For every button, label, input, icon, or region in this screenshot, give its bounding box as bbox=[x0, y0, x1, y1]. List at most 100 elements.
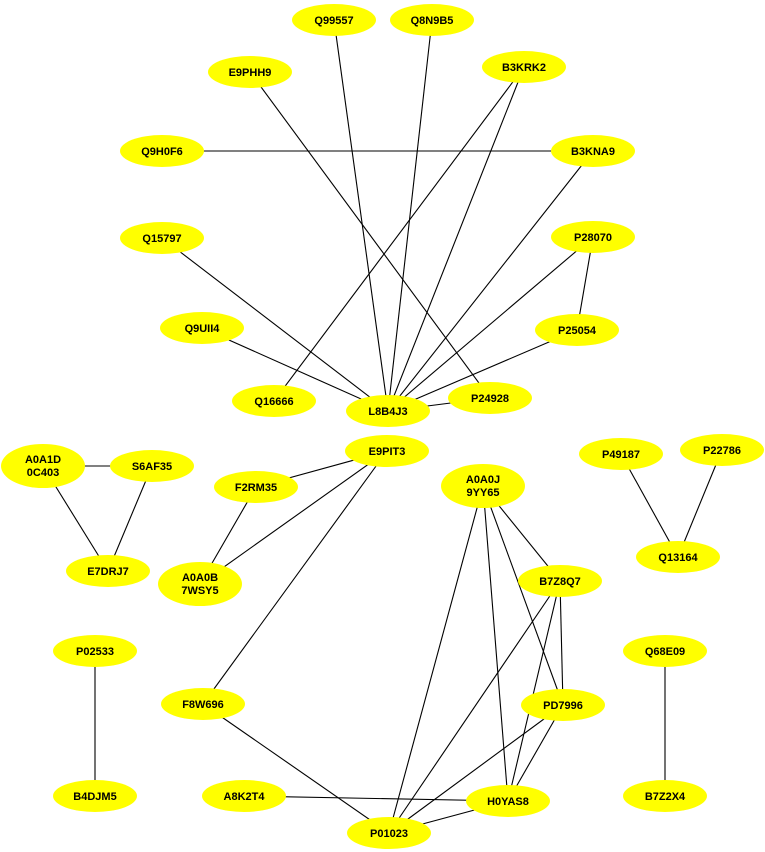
node-label: E9PHH9 bbox=[229, 67, 272, 79]
node-P01023[interactable]: P01023 bbox=[347, 817, 431, 849]
node-label: P24928 bbox=[471, 393, 509, 405]
node-H0YAS8[interactable]: H0YAS8 bbox=[466, 785, 550, 817]
node-P49187[interactable]: P49187 bbox=[579, 438, 663, 470]
node-PD7996[interactable]: PD7996 bbox=[521, 689, 605, 721]
node-P02533[interactable]: P02533 bbox=[53, 635, 137, 667]
node-label: L8B4J3 bbox=[368, 406, 407, 418]
node-Q8N9B5[interactable]: Q8N9B5 bbox=[390, 4, 474, 36]
node-label: E9PIT3 bbox=[369, 446, 406, 458]
edge-A0A0J9YY65-H0YAS8 bbox=[482, 485, 509, 802]
node-label: Q16666 bbox=[254, 396, 293, 408]
node-ellipse bbox=[292, 4, 376, 36]
node-L8B4J3[interactable]: L8B4J3 bbox=[346, 395, 430, 427]
edge-Q8N9B5-L8B4J3 bbox=[387, 19, 433, 412]
node-label: H0YAS8 bbox=[487, 796, 529, 808]
node-A8K2T4[interactable]: A8K2T4 bbox=[202, 780, 286, 812]
node-label: 7WSY5 bbox=[181, 585, 218, 597]
node-ellipse bbox=[202, 780, 286, 812]
node-ellipse bbox=[623, 635, 707, 667]
node-label: E7DRJ7 bbox=[87, 566, 129, 578]
edge-Q15797-L8B4J3 bbox=[161, 237, 389, 412]
node-label: Q8N9B5 bbox=[411, 15, 454, 27]
edge-F8W696-P01023 bbox=[202, 703, 390, 834]
node-B3KRK2[interactable]: B3KRK2 bbox=[482, 51, 566, 83]
node-label: F2RM35 bbox=[235, 482, 277, 494]
node-P25054[interactable]: P25054 bbox=[535, 314, 619, 346]
node-label: B7Z8Q7 bbox=[539, 576, 581, 588]
node-label: P49187 bbox=[602, 449, 640, 461]
node-P24928[interactable]: P24928 bbox=[448, 382, 532, 414]
edge-B7Z8Q7-PD7996 bbox=[559, 580, 564, 706]
node-E7DRJ7[interactable]: E7DRJ7 bbox=[66, 555, 150, 587]
node-ellipse bbox=[521, 689, 605, 721]
node-F8W696[interactable]: F8W696 bbox=[161, 688, 245, 720]
edge-PD7996-P01023 bbox=[388, 704, 564, 834]
node-F2RM35[interactable]: F2RM35 bbox=[214, 471, 298, 503]
node-ellipse bbox=[466, 785, 550, 817]
node-Q68E09[interactable]: Q68E09 bbox=[623, 635, 707, 667]
node-B7Z8Q7[interactable]: B7Z8Q7 bbox=[518, 565, 602, 597]
edge-B3KRK2-Q16666 bbox=[273, 66, 525, 402]
node-ellipse bbox=[214, 471, 298, 503]
node-ellipse bbox=[208, 56, 292, 88]
node-label: Q15797 bbox=[142, 233, 181, 245]
node-ellipse bbox=[1, 444, 85, 488]
edge-P28070-L8B4J3 bbox=[387, 236, 594, 412]
edge-P49187-Q13164 bbox=[620, 453, 679, 558]
edge-B7Z8Q7-H0YAS8 bbox=[507, 580, 561, 802]
node-label: P28070 bbox=[574, 232, 612, 244]
node-ellipse bbox=[448, 382, 532, 414]
node-label: A0A0J bbox=[466, 474, 500, 486]
edge-E9PHH9-P24928 bbox=[249, 71, 491, 399]
node-label: PD7996 bbox=[543, 700, 583, 712]
node-E9PIT3[interactable]: E9PIT3 bbox=[345, 435, 429, 467]
node-Q9H0F6[interactable]: Q9H0F6 bbox=[120, 135, 204, 167]
node-S6AF35[interactable]: S6AF35 bbox=[110, 450, 194, 482]
node-ellipse bbox=[551, 135, 635, 167]
node-ellipse bbox=[579, 438, 663, 470]
node-ellipse bbox=[551, 221, 635, 253]
node-B4DJM5[interactable]: B4DJM5 bbox=[53, 780, 137, 812]
node-B3KNA9[interactable]: B3KNA9 bbox=[551, 135, 635, 167]
node-label: B3KRK2 bbox=[502, 62, 546, 74]
node-ellipse bbox=[623, 780, 707, 812]
edge-B7Z8Q7-P01023 bbox=[388, 580, 561, 834]
node-label: 9YY65 bbox=[466, 487, 499, 499]
node-Q15797[interactable]: Q15797 bbox=[120, 222, 204, 254]
edge-A0A0J9YY65-P01023 bbox=[388, 485, 484, 834]
node-ellipse bbox=[110, 450, 194, 482]
node-ellipse bbox=[120, 135, 204, 167]
node-label: 0C403 bbox=[27, 467, 59, 479]
node-ellipse bbox=[232, 385, 316, 417]
node-P22786[interactable]: P22786 bbox=[680, 434, 764, 466]
node-Q13164[interactable]: Q13164 bbox=[636, 541, 720, 573]
node-Q99557[interactable]: Q99557 bbox=[292, 4, 376, 36]
node-label: Q13164 bbox=[658, 552, 698, 564]
edge-S6AF35-E7DRJ7 bbox=[107, 465, 153, 572]
node-ellipse bbox=[53, 780, 137, 812]
node-P28070[interactable]: P28070 bbox=[551, 221, 635, 253]
edge-P22786-Q13164 bbox=[677, 449, 723, 558]
edge-PD7996-H0YAS8 bbox=[507, 704, 564, 802]
node-ellipse bbox=[482, 51, 566, 83]
node-label: F8W696 bbox=[182, 699, 224, 711]
node-label: S6AF35 bbox=[132, 461, 172, 473]
node-ellipse bbox=[345, 435, 429, 467]
node-label: B7Z2X4 bbox=[645, 791, 686, 803]
edge-B3KNA9-L8B4J3 bbox=[387, 150, 594, 412]
node-label: P22786 bbox=[703, 445, 741, 457]
node-label: Q9UII4 bbox=[185, 323, 221, 335]
node-Q16666[interactable]: Q16666 bbox=[232, 385, 316, 417]
node-ellipse bbox=[66, 555, 150, 587]
node-ellipse bbox=[680, 434, 764, 466]
node-B7Z2X4[interactable]: B7Z2X4 bbox=[623, 780, 707, 812]
node-ellipse bbox=[161, 688, 245, 720]
node-Q9UII4[interactable]: Q9UII4 bbox=[160, 312, 244, 344]
node-E9PHH9[interactable]: E9PHH9 bbox=[208, 56, 292, 88]
node-label: A0A1D bbox=[25, 454, 61, 466]
